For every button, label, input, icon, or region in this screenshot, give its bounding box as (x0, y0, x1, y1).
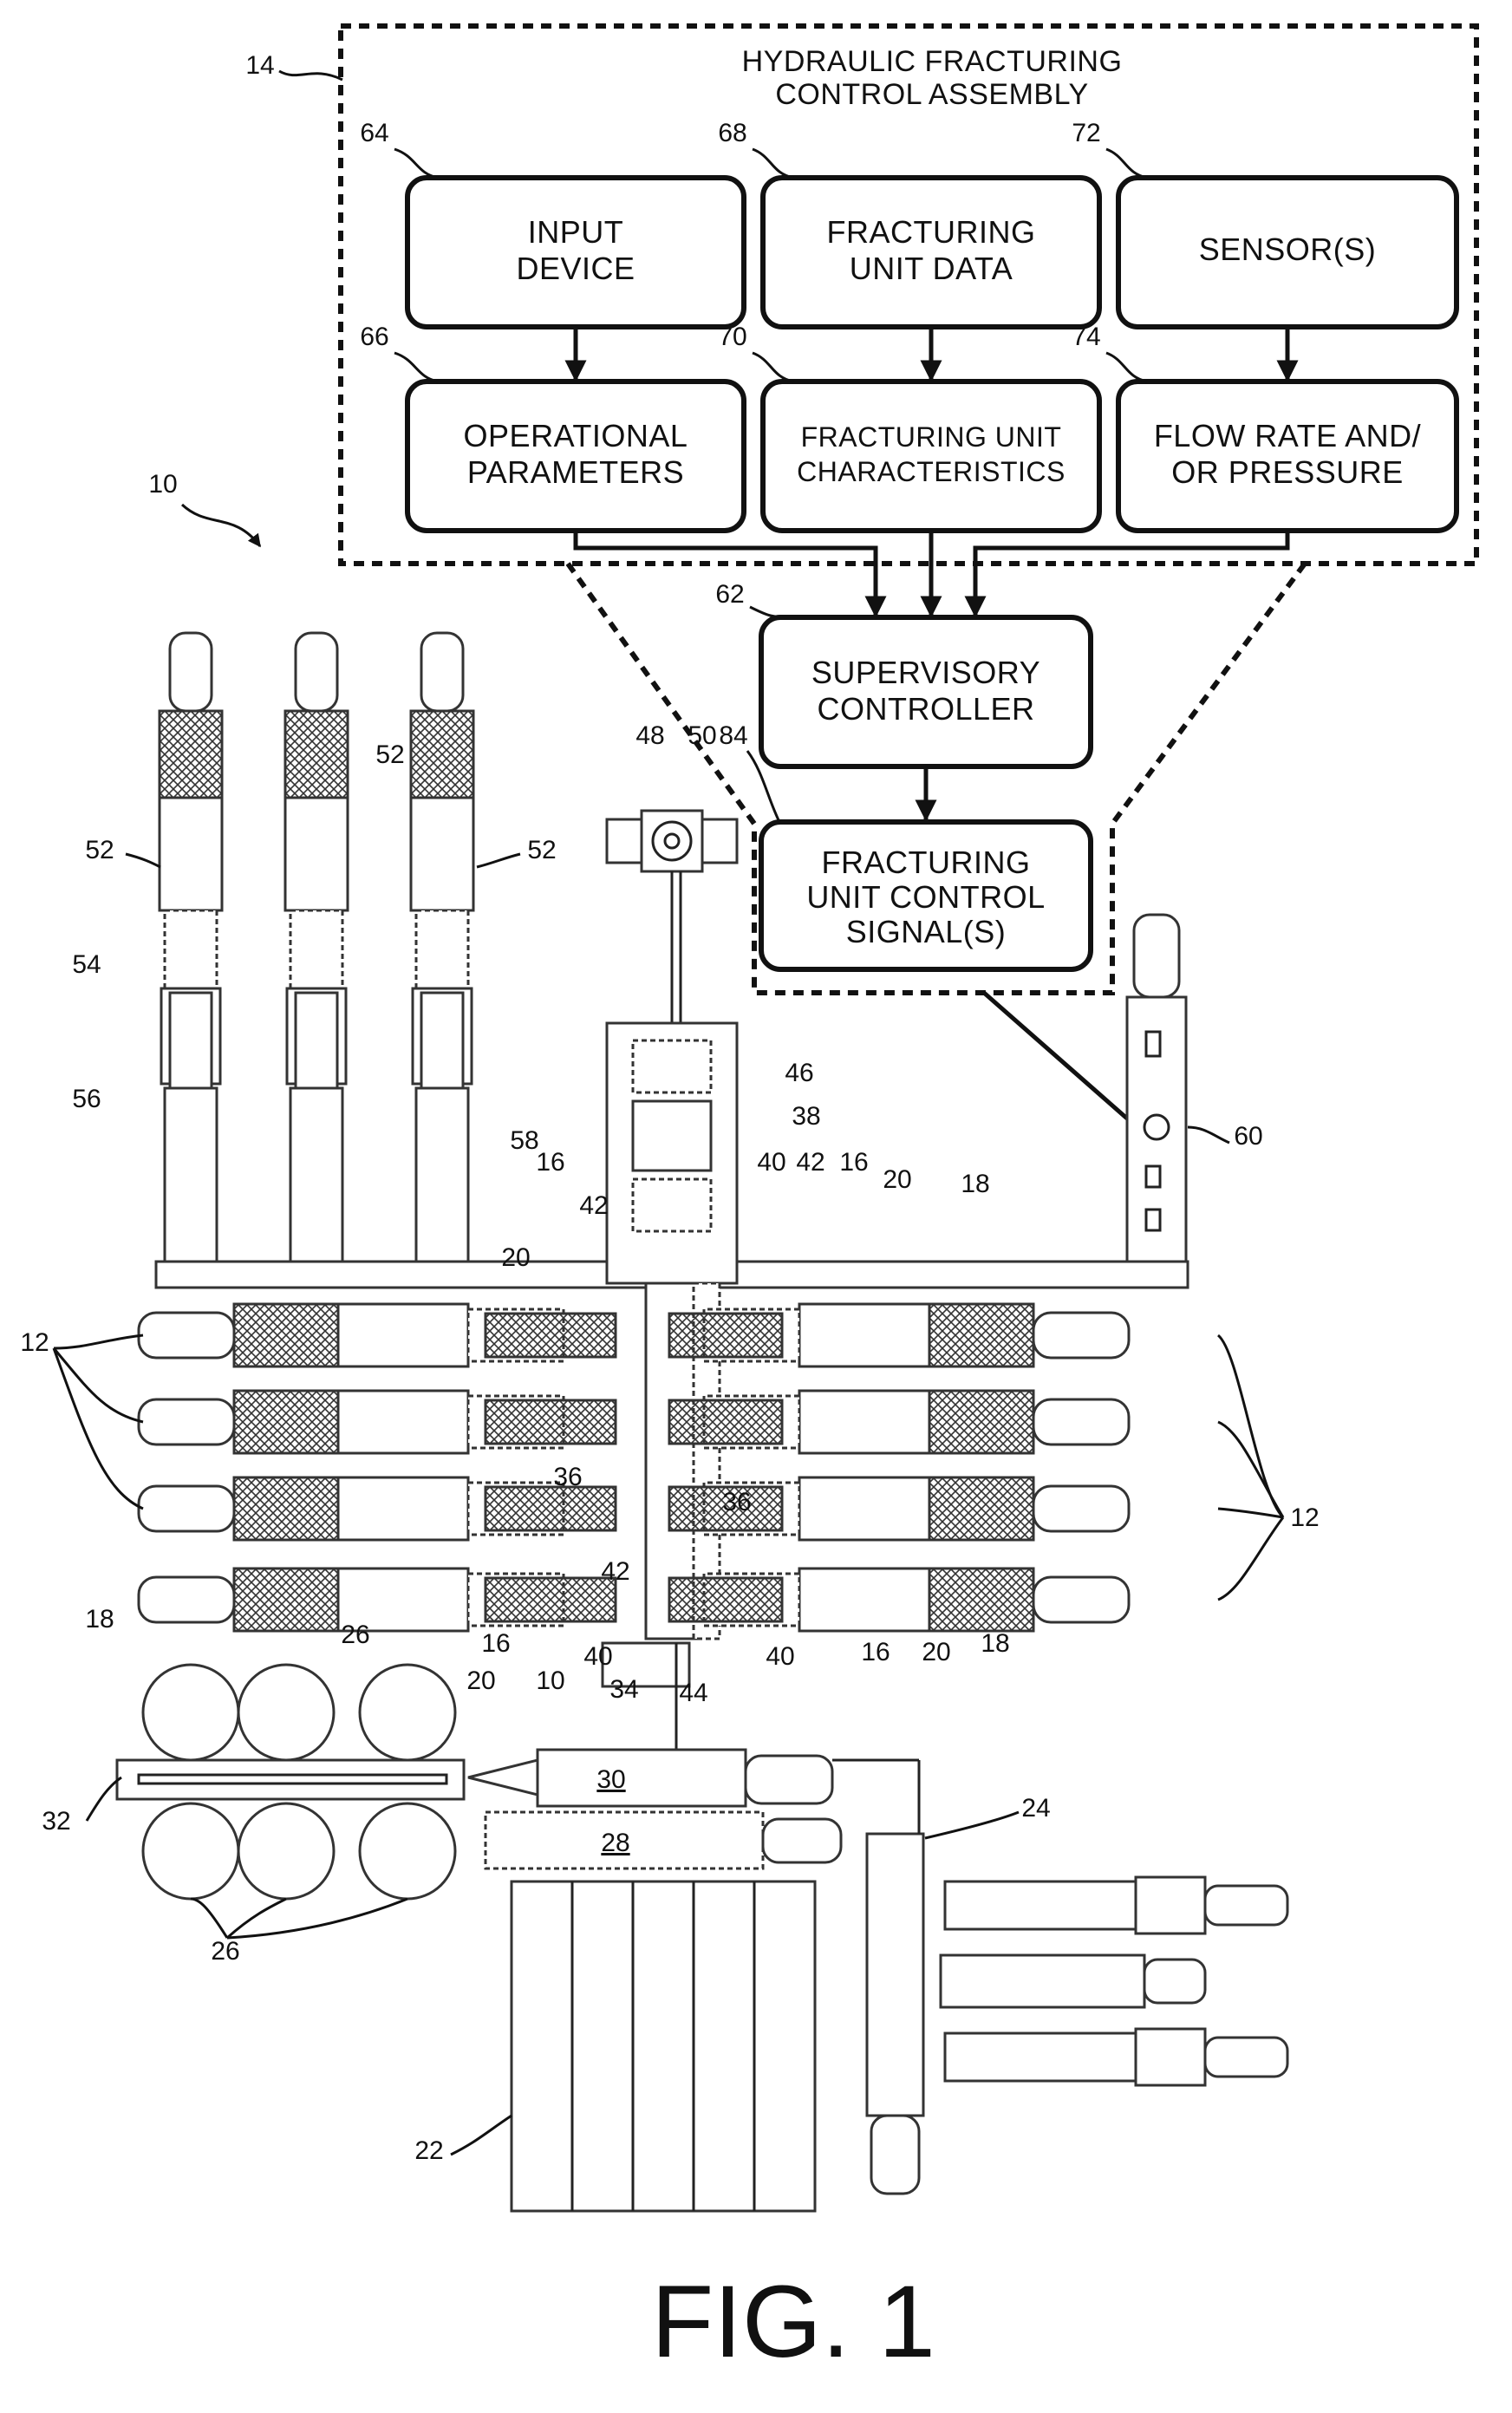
ref-72: 72 (1072, 119, 1100, 147)
ref-16-c: 16 (481, 1629, 510, 1658)
flow-rate-pressure-line1: FLOW RATE AND/ (1154, 418, 1421, 453)
ref-30: 30 (596, 1765, 625, 1794)
ref-40-b: 40 (583, 1642, 612, 1671)
assembly-title-line1: HYDRAULIC FRACTURING (742, 45, 1123, 78)
unit-48-50 (642, 811, 702, 871)
left-fracturing-units (139, 1304, 616, 1631)
ref-64: 64 (360, 119, 388, 147)
ref-12-left: 12 (20, 1328, 49, 1357)
ref-54: 54 (72, 950, 101, 979)
ref-42-c: 42 (601, 1557, 629, 1586)
ref-26-b: 26 (211, 1937, 239, 1966)
ref-18-a: 18 (961, 1170, 989, 1198)
control-signals-line2: UNIT CONTROL (806, 879, 1045, 915)
vertical-truck-left (160, 633, 222, 1262)
ref-62: 62 (715, 580, 744, 609)
ref-10: 10 (148, 470, 177, 499)
control-signal-line (984, 993, 1127, 1118)
right-fracturing-units (669, 1304, 1129, 1631)
fracturing-unit-characteristics-line1: FRACTURING UNIT (801, 421, 1062, 453)
supervisory-controller-line1: SUPERVISORY (811, 655, 1040, 690)
ref-24: 24 (1021, 1794, 1050, 1823)
ref-18-c: 18 (981, 1629, 1009, 1658)
right-trailer-1 (945, 1881, 1136, 1929)
ref-52-b: 52 (85, 836, 114, 864)
control-signals-line1: FRACTURING (822, 845, 1031, 880)
ref-70: 70 (718, 323, 746, 351)
ref-10-b: 10 (536, 1666, 564, 1695)
vertical-truck-middle (285, 633, 348, 1262)
ref-42-b: 42 (579, 1191, 608, 1220)
ref-16-a: 16 (536, 1148, 564, 1177)
ref-20-c: 20 (466, 1666, 495, 1695)
ref-46: 46 (785, 1059, 813, 1087)
ref-20-d: 20 (922, 1638, 950, 1666)
input-device-line2: DEVICE (516, 251, 635, 286)
ref-84: 84 (719, 721, 747, 750)
ref-40-a: 40 (757, 1148, 785, 1177)
ref-16-d: 16 (861, 1638, 890, 1666)
ref-20-b: 20 (883, 1165, 911, 1194)
unit-22 (512, 1881, 815, 2211)
input-device-line1: INPUT (528, 214, 624, 250)
ref-36-a: 36 (553, 1463, 582, 1491)
ref-66: 66 (360, 323, 388, 351)
ref-12-right: 12 (1290, 1503, 1319, 1532)
vertical-truck-right (411, 633, 473, 1262)
ref-34: 34 (609, 1675, 638, 1704)
ref-58: 58 (510, 1126, 538, 1155)
figure-label: FIG. 1 (651, 2265, 935, 2379)
ref-50: 50 (688, 721, 716, 750)
unit-60 (1127, 997, 1186, 1262)
ref-74: 74 (1072, 323, 1100, 351)
operational-parameters-line2: PARAMETERS (467, 454, 684, 490)
ref-32: 32 (42, 1807, 70, 1836)
ref-40-c: 40 (766, 1642, 794, 1671)
ref-14: 14 (245, 51, 274, 80)
fracturing-unit-characteristics-line2: CHARACTERISTICS (797, 456, 1066, 487)
unit-24 (867, 1834, 923, 2116)
ref-56: 56 (72, 1085, 101, 1113)
supervisory-controller-line2: CONTROLLER (817, 691, 1034, 727)
sensors-line1: SENSOR(S) (1199, 232, 1377, 267)
ref-52-a: 52 (375, 740, 404, 769)
ref-42-a: 42 (796, 1148, 824, 1177)
operational-parameters-line1: OPERATIONAL (464, 418, 688, 453)
ref-16-b: 16 (839, 1148, 868, 1177)
assembly-title-line2: CONTROL ASSEMBLY (775, 78, 1088, 111)
unit-30 (538, 1750, 746, 1806)
unit-32 (117, 1760, 464, 1799)
control-signals-line3: SIGNAL(S) (846, 914, 1007, 949)
ref-36-b: 36 (722, 1488, 751, 1516)
ref-22: 22 (414, 2136, 443, 2165)
tank-26-a (143, 1665, 238, 1760)
ref-60: 60 (1234, 1122, 1262, 1151)
ref-20-a: 20 (501, 1243, 530, 1272)
ref-26-a: 26 (341, 1621, 369, 1649)
ref-52-c: 52 (527, 836, 556, 864)
fracturing-unit-data-line2: UNIT DATA (850, 251, 1013, 286)
fracturing-unit-data-line1: FRACTURING (827, 214, 1036, 250)
ref-44: 44 (679, 1679, 707, 1707)
flow-rate-pressure-line2: OR PRESSURE (1171, 454, 1404, 490)
ref-38: 38 (792, 1102, 820, 1131)
ref-18-b: 18 (85, 1605, 114, 1634)
ref-28: 28 (601, 1829, 629, 1857)
ref-68: 68 (718, 119, 746, 147)
ref-48: 48 (635, 721, 664, 750)
